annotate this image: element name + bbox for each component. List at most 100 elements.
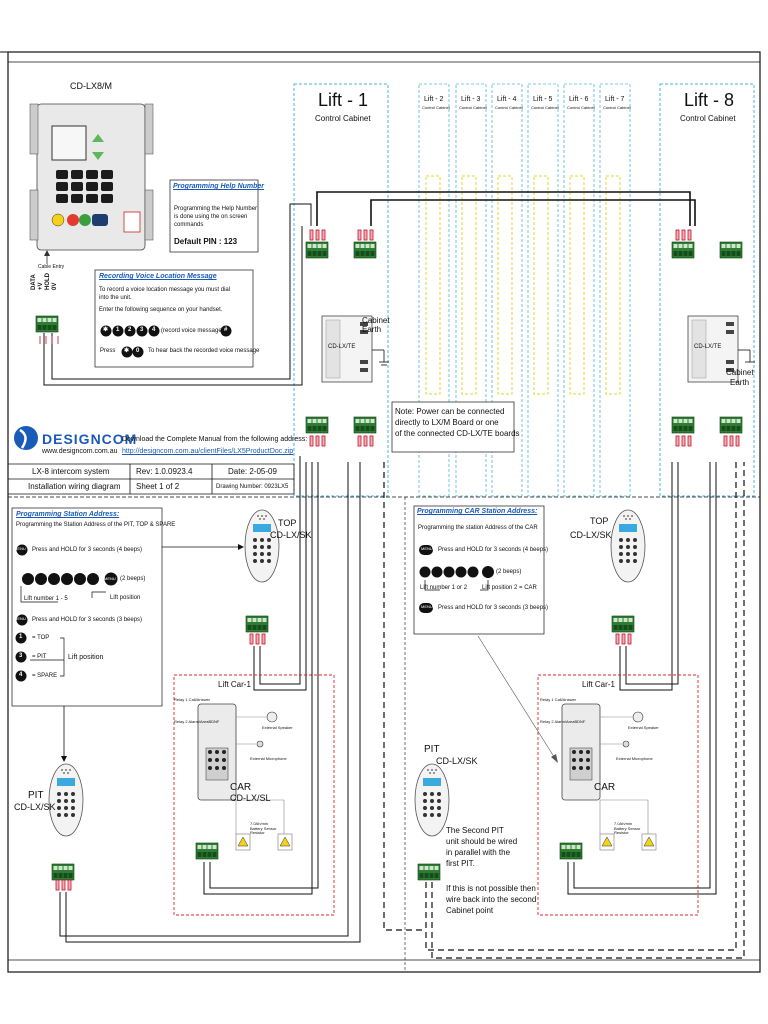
note-line2: directly to LX/M Board or one xyxy=(395,418,499,427)
station-lift-position: Lift position xyxy=(110,595,141,601)
voice-key-star: ✱ xyxy=(103,327,109,333)
voice-record-note: (record voice message) xyxy=(161,328,224,334)
help-title: Programming Help Number xyxy=(173,183,265,190)
lx8m-device xyxy=(29,103,154,251)
revision: Rev: 1.0.0923.4 xyxy=(136,467,193,476)
default-pin: Default PIN : 123 xyxy=(174,237,238,246)
pit-label-left: PIT xyxy=(28,790,44,801)
company-name: DESIGNCOM xyxy=(42,431,138,447)
lift1-cabinet xyxy=(293,83,389,497)
ext-speaker-right: External Speaker xyxy=(628,725,659,730)
drawing-number: Drawing Number: 0923LX5 xyxy=(216,484,289,490)
lift8-subtitle: Control Cabinet xyxy=(680,114,736,123)
second-pit-line3: in parallel with the xyxy=(446,848,511,857)
voice-press: Press xyxy=(100,348,116,354)
designcom-logo xyxy=(14,426,38,450)
sheet-border xyxy=(7,51,761,973)
car-sl-left: CD-LX/SL xyxy=(230,793,271,803)
car-menu-key-2: MENU xyxy=(421,604,433,609)
pos-key-1: 1 xyxy=(19,634,23,640)
download-link[interactable]: http://designcom.com.au/clientFiles/LX5P… xyxy=(122,448,294,455)
car-lift-position: Lift position 2 = CAR xyxy=(482,585,537,591)
lift7-sub: Control Cabinet xyxy=(603,105,631,110)
car-label-left: CAR xyxy=(230,782,252,793)
cabinet-earth-1: Cabinet Earth xyxy=(362,316,390,335)
help-box xyxy=(169,179,259,253)
station-subtitle: Programming the Station Address of the P… xyxy=(16,522,176,528)
position-pit: = PIT xyxy=(32,654,47,660)
car-press-hold-4: Press and HOLD for 3 seconds (4 beeps) xyxy=(438,547,549,553)
voice-hear-note: To hear back the recorded voice message xyxy=(148,348,260,354)
battery-right: 7.0Ah/min Battery Sensor Resistor xyxy=(614,821,641,836)
term-label-data: DATA xyxy=(31,274,37,290)
voice-box xyxy=(94,269,254,368)
hear-key-0: 0 xyxy=(136,348,140,354)
lift6-sub: Control Cabinet xyxy=(567,105,595,110)
position-top: = TOP xyxy=(32,635,50,641)
voice-key-1: 1 xyxy=(116,327,120,333)
station-menu-key-1: MENU xyxy=(14,546,26,551)
earth-label-8: Earth xyxy=(730,378,750,387)
date: Date: 2-05-09 xyxy=(228,467,277,476)
station-menu-key-3: MENU xyxy=(104,576,116,581)
voice-title: Recording Voice Location Message xyxy=(99,273,217,280)
lift2-sub: Control Cabinet xyxy=(422,105,450,110)
second-pit-line1: The Second PIT xyxy=(446,826,504,835)
cabinet-label-8: Cabinet xyxy=(726,368,754,377)
car-station-title: Programming CAR Station Address: xyxy=(417,508,538,515)
lift8-cabinet xyxy=(659,83,755,497)
car-label-right: CAR xyxy=(594,782,616,793)
station-lift-number: Lift number 1 - 5 xyxy=(24,596,68,602)
ext-mic-left: External Microphone xyxy=(250,756,287,761)
term-label-0v: 0V xyxy=(52,282,58,290)
system-name: LX-8 intercom system xyxy=(32,467,110,476)
lift1-subtitle: Control Cabinet xyxy=(315,114,371,123)
term-label-hold: HOLD xyxy=(45,273,51,290)
second-pit-line5: If this is not possible then xyxy=(446,884,536,893)
station-press-hold-4: Press and HOLD for 3 seconds (4 beeps) xyxy=(32,547,143,553)
terminal-block xyxy=(35,315,59,333)
relay1-left: Relay 1 Call/Answer xyxy=(174,697,211,702)
lift5-title: Lift - 5 xyxy=(533,96,553,103)
second-pit-line4: first PIT. xyxy=(446,859,475,868)
station-menu-key-2: MENU xyxy=(14,616,26,621)
voice-line3: Enter the following sequence on your han… xyxy=(99,307,223,313)
lxte-label-8: CD-LX/TE xyxy=(694,344,722,350)
pos-key-4: 4 xyxy=(19,672,23,678)
diagram-title: Installation wiring diagram xyxy=(28,482,121,491)
lift8-title: Lift - 8 xyxy=(684,90,735,110)
lift1-title: Lift - 1 xyxy=(318,90,369,110)
pit-sk-left: CD-LX/SK xyxy=(14,802,56,812)
car-two-beeps: (2 beeps) xyxy=(496,569,522,575)
lift-car-1-left xyxy=(173,674,335,916)
voice-key-end: # xyxy=(224,327,228,333)
station-box xyxy=(11,507,163,707)
lift2-title: Lift - 2 xyxy=(424,96,444,103)
top-label-right: TOP xyxy=(590,516,609,526)
ext-mic-right: External Microphone xyxy=(616,756,653,761)
ext-speaker-left: External Speaker xyxy=(262,725,293,730)
note-line1: Note: Power can be connected xyxy=(395,407,505,416)
car-station-subtitle: Programming the station Address of the C… xyxy=(418,525,538,531)
pit-label-right: PIT xyxy=(424,744,440,755)
battery-left: 7.0Ah/min Battery Sensor Resistor xyxy=(250,821,277,836)
help-line2: is done using the on screen xyxy=(174,214,248,220)
company-website: www.designcom.com.au xyxy=(42,448,118,455)
lift5-sub: Control Cabinet xyxy=(531,105,559,110)
car-lift-number: Lift number 1 or 2 xyxy=(420,585,468,591)
sheet-number: Sheet 1 of 2 xyxy=(136,482,180,491)
station-two-beeps: (2 beeps) xyxy=(120,576,146,582)
station-press-hold-3: Press and HOLD for 3 seconds (3 beeps) xyxy=(32,617,143,623)
lift6-title: Lift - 6 xyxy=(569,96,589,103)
download-text: Download the Complete Manual from the fo… xyxy=(122,436,308,443)
cable-entry-label: Cable Entry xyxy=(38,264,65,270)
voice-key-3: 3 xyxy=(140,327,144,333)
top-sk-left: CD-LX/SK xyxy=(270,530,312,540)
voice-key-2: 2 xyxy=(128,327,132,333)
lift4-sub: Control Cabinet xyxy=(495,105,523,110)
position-bracket-label: Lift position xyxy=(68,654,104,661)
term-label-v: +V xyxy=(38,282,44,290)
lift7-title: Lift - 7 xyxy=(605,96,625,103)
relay2-right: Relay 2 Alarm/AreaBDNF xyxy=(540,719,586,724)
station-title: Programming Station Address: xyxy=(16,511,120,518)
